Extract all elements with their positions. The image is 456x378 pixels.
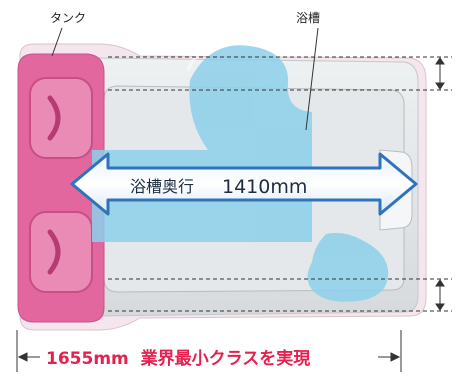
tank-upper-panel — [29, 77, 93, 159]
tub-label: 浴槽 — [296, 11, 320, 25]
tank — [17, 53, 105, 323]
overall-caption: 1655mm 業界最小クラスを実現 — [46, 348, 310, 369]
side-dimension-markers — [435, 57, 445, 311]
tank-leader-line — [51, 27, 63, 57]
depth-arrow — [70, 152, 418, 216]
tank-lower-panel — [29, 211, 93, 293]
dimension-guides — [108, 56, 452, 312]
tub-leader-line — [305, 27, 319, 131]
depth-value: 1410mm — [222, 176, 307, 198]
depth-label: 浴槽奥行 — [130, 177, 194, 196]
overall-dimension — [16, 330, 402, 372]
tank-label: タンク — [50, 11, 86, 25]
